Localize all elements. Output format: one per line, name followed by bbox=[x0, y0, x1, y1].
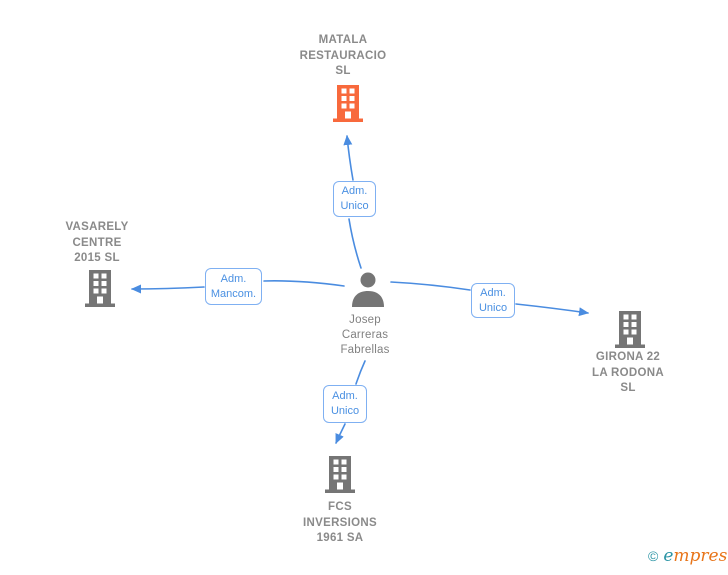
building-icon-fcs-inversions[interactable] bbox=[324, 456, 356, 493]
building-icon-matala-restauracio[interactable] bbox=[332, 85, 364, 122]
edge-center-to-bottom-label bbox=[355, 360, 366, 385]
company-node-girona-22-label[interactable]: GIRONA 22 LA RODONA SL bbox=[592, 351, 664, 394]
relationship-label-adm-unico-top[interactable]: Adm. Unico bbox=[333, 181, 376, 217]
building-icon-girona-22[interactable] bbox=[614, 311, 646, 348]
edge-center-to-top-label bbox=[348, 218, 362, 269]
person-node-label[interactable]: Josep Carreras Fabrellas bbox=[340, 314, 390, 356]
empresia-logo: empresia bbox=[663, 546, 728, 566]
building-icon-vasarely-centre[interactable] bbox=[84, 270, 116, 307]
person-icon[interactable] bbox=[350, 272, 386, 307]
relationship-label-adm-unico-right[interactable]: Adm. Unico bbox=[471, 283, 515, 318]
company-node-vasarely-centre-label[interactable]: VASARELY CENTRE 2015 SL bbox=[65, 221, 129, 264]
company-node-matala-restauracio-label[interactable]: MATALA RESTAURACIO SL bbox=[299, 34, 387, 77]
edge-bottom-label-to-node bbox=[335, 423, 346, 444]
edge-top-label-to-node bbox=[343, 135, 354, 181]
edge-center-to-right-label bbox=[390, 281, 471, 291]
edge-left-label-to-node bbox=[131, 284, 205, 294]
company-node-fcs-inversions-label[interactable]: FCS INVERSIONS 1961 SA bbox=[303, 501, 377, 544]
edge-center-to-left-label bbox=[263, 280, 345, 287]
empresia-watermark: © empresia bbox=[648, 546, 728, 566]
edge-right-label-to-node bbox=[515, 303, 589, 317]
copyright-icon: © bbox=[648, 548, 659, 564]
relationship-label-adm-mancom[interactable]: Adm. Mancom. bbox=[205, 268, 262, 305]
relationship-label-adm-unico-bottom[interactable]: Adm. Unico bbox=[323, 385, 367, 423]
